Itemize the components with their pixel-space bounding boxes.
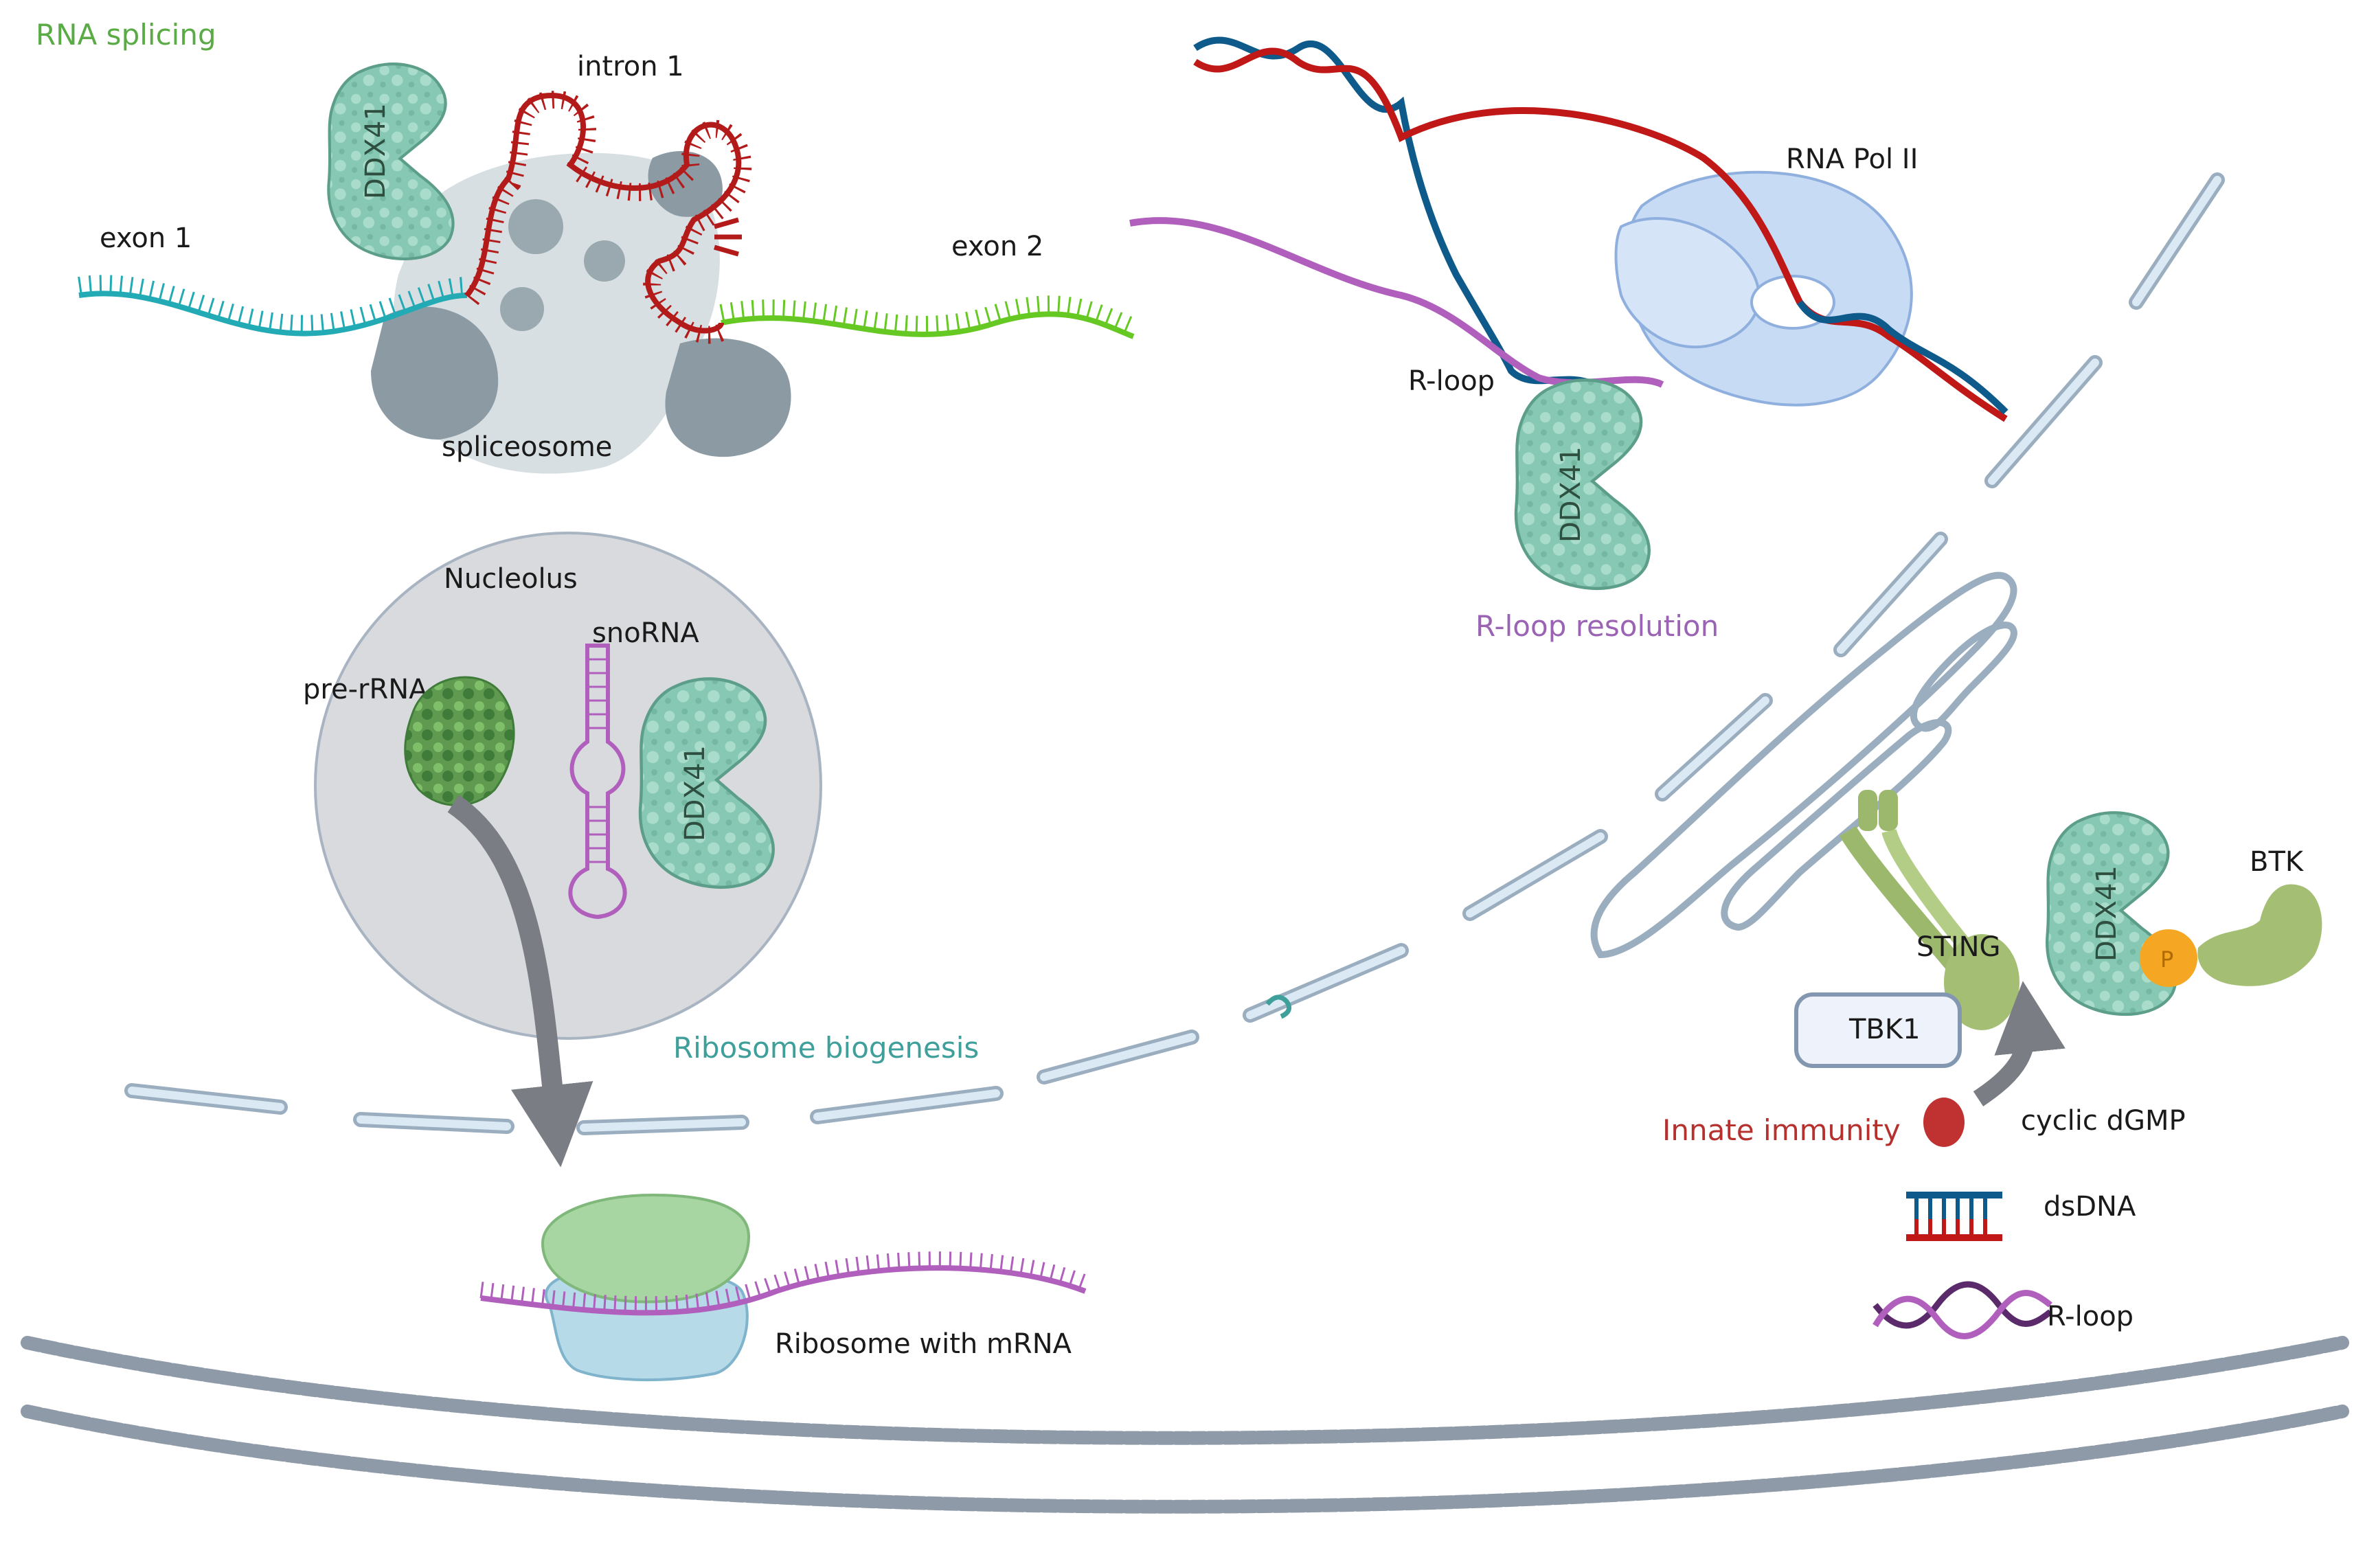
- ribosome-icon: [541, 1193, 751, 1382]
- spliceosome: [371, 151, 791, 474]
- cgmp-arrow: [1973, 981, 2066, 1106]
- section-title-innate-immunity: Innate immunity: [1662, 1113, 1901, 1147]
- ddx41-label-innate: DDX41: [2091, 865, 2123, 962]
- dsdna-helix-top: [1193, 36, 2008, 422]
- biogenesis-arrow: [447, 795, 593, 1168]
- phosphate-label: P: [2160, 946, 2173, 973]
- pre-rrna-label: pre-rRNA: [303, 674, 428, 705]
- btk-icon: [2197, 884, 2322, 986]
- r-loop-label: R-loop: [1408, 365, 1495, 397]
- snorna-label: snoRNA: [592, 617, 699, 649]
- exon-2: [721, 311, 1135, 339]
- exon-1: [78, 291, 468, 337]
- rna-pol-ii: [1614, 170, 1913, 407]
- section-title-rna-splicing: RNA splicing: [36, 18, 216, 52]
- rna-pol-ii-label: RNA Pol II: [1786, 144, 1918, 175]
- ribosome-mrna-label: Ribosome with mRNA: [775, 1328, 1072, 1360]
- legend-dsdna-label: dsDNA: [2044, 1191, 2136, 1223]
- section-title-ribosome-biogenesis: Ribosome biogenesis: [673, 1031, 979, 1065]
- cyclic-dgmp-icon: [1923, 1098, 1965, 1147]
- exon-1-label: exon 1: [100, 223, 192, 254]
- spliceosome-label: spliceosome: [442, 431, 612, 463]
- legend-r-loop-label: R-loop: [2047, 1301, 2134, 1332]
- ddx41-label-nucleolus: DDX41: [679, 745, 711, 841]
- nucleolus: [314, 532, 822, 1040]
- exon-2-label: exon 2: [951, 231, 1043, 262]
- snorna-icon: [568, 644, 627, 920]
- nuclear-pore-icon: [1265, 995, 1292, 1019]
- intron-1: [464, 91, 752, 344]
- phosphate-icon: [2140, 929, 2197, 987]
- rna-transcript: [1129, 217, 1664, 388]
- pre-rrna-icon: [404, 676, 515, 806]
- ddx41-label-splicing: DDX41: [360, 103, 392, 199]
- btk-label: BTK: [2250, 846, 2305, 878]
- sting-label: STING: [1916, 931, 2001, 963]
- tbk1-label: TBK1: [1848, 1014, 1921, 1045]
- intron-1-label: intron 1: [577, 51, 684, 82]
- section-title-r-loop-resolution: R-loop resolution: [1475, 609, 1719, 643]
- legend-cyclic-dgmp-label: cyclic dGMP: [2021, 1105, 2186, 1137]
- nucleolus-label: Nucleolus: [444, 563, 578, 595]
- tbk1-box: [1794, 992, 1962, 1068]
- r-loop-legend-icon: [1872, 1281, 2052, 1339]
- dsdna-legend-icon: [1906, 1192, 2002, 1241]
- plasma-membrane: [21, 1336, 2349, 1514]
- mrna-strand: [480, 1265, 1087, 1316]
- endoplasmic-reticulum: [1590, 571, 2017, 959]
- ddx41-label-r-loop: DDX41: [1555, 446, 1587, 543]
